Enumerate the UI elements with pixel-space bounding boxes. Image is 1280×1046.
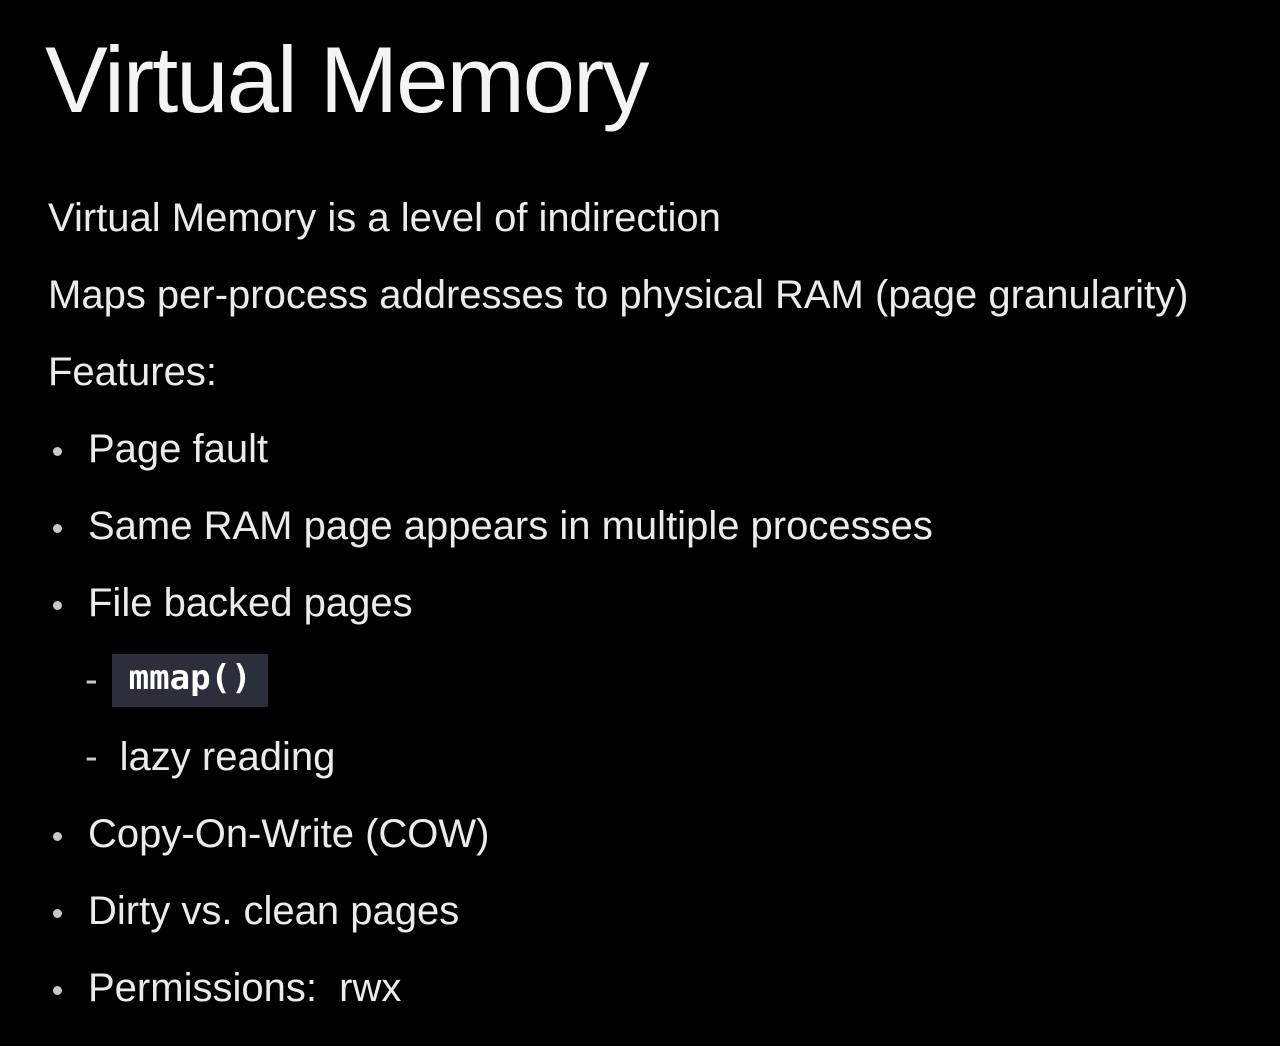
bullet-icon [53,909,62,918]
sub-list-item: - mmap() [0,642,1280,719]
list-item-text: Copy-On-Write (COW) [88,812,490,856]
list-item-text: Page fault [88,427,269,471]
intro-line-text: Virtual Memory is a level of indirection [48,196,721,240]
intro-line: Maps per-process addresses to physical R… [0,257,1280,334]
bullet-icon [53,447,62,456]
sub-list-item-text: lazy reading [119,735,336,779]
list-item-text: Same RAM page appears in multiple proces… [88,504,933,548]
bullet-icon [53,524,62,533]
slide-title: Virtual Memory [45,27,649,132]
list-item: Permissions: rwx [0,950,1280,1027]
dash-icon: - [85,736,98,778]
slide-body: Virtual Memory is a level of indirection… [0,180,1280,1027]
features-heading: Features: [0,334,1280,411]
list-item: Copy-On-Write (COW) [0,796,1280,873]
list-item-text: File backed pages [88,581,413,625]
sub-list-item: - lazy reading [0,719,1280,796]
features-heading-text: Features: [48,350,217,394]
intro-line-text: Maps per-process addresses to physical R… [48,273,1189,317]
bullet-icon [53,832,62,841]
list-item-text: Permissions: rwx [88,966,402,1010]
list-item: Same RAM page appears in multiple proces… [0,488,1280,565]
intro-line: Virtual Memory is a level of indirection [0,180,1280,257]
list-item: Dirty vs. clean pages [0,873,1280,950]
dash-icon: - [85,659,98,701]
inline-code-chip: mmap() [111,653,269,708]
list-item: File backed pages [0,565,1280,642]
bullet-icon [53,601,62,610]
bullet-icon [53,986,62,995]
list-item: Page fault [0,411,1280,488]
list-item-text: Dirty vs. clean pages [88,889,460,933]
